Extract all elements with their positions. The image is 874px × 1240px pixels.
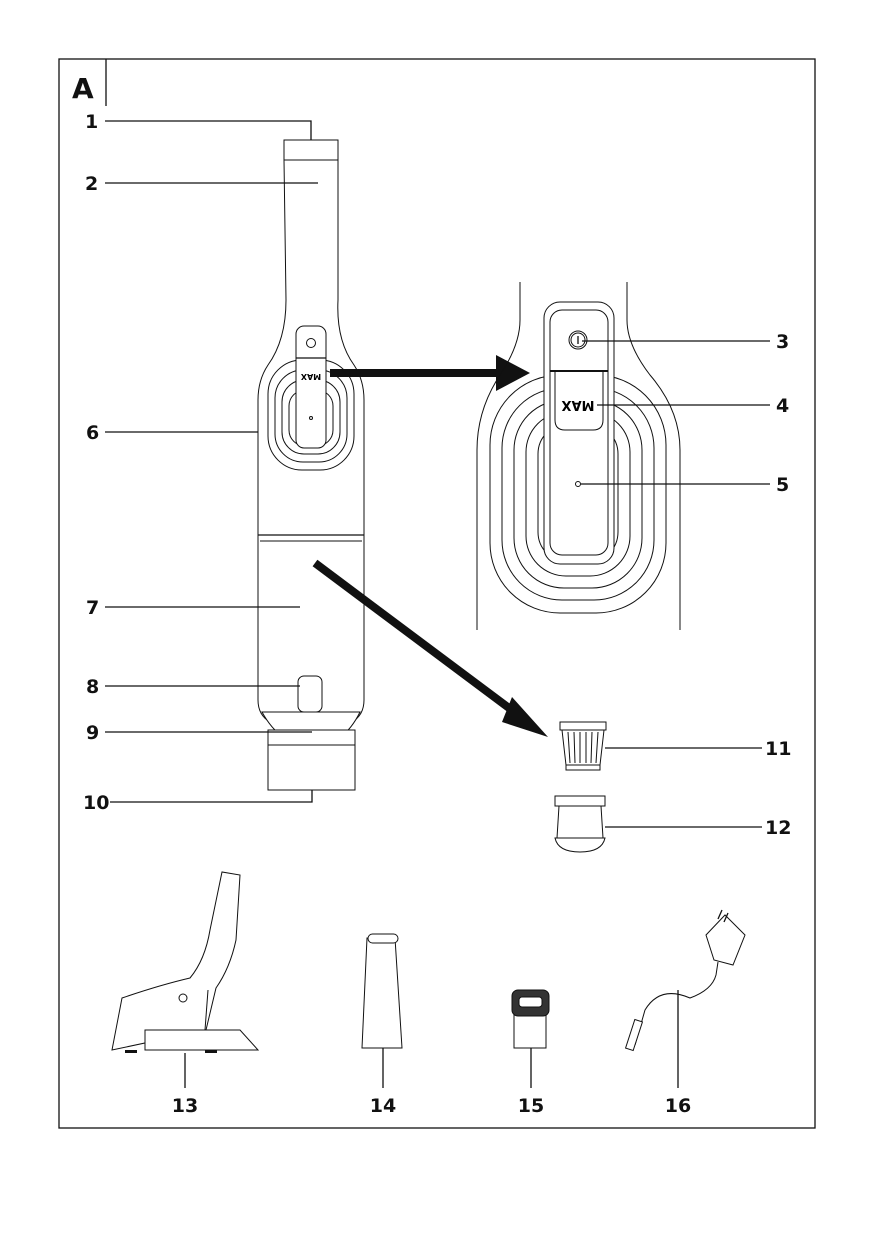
panel-letter: A bbox=[72, 72, 94, 105]
control-panel-small: MAX bbox=[267, 325, 355, 471]
crevice-tool bbox=[361, 933, 403, 1049]
callout-15: 15 bbox=[518, 1095, 544, 1117]
callout-5: 5 bbox=[776, 474, 789, 496]
callout-10: 10 bbox=[83, 792, 109, 814]
callout-16: 16 bbox=[665, 1095, 691, 1117]
max-button-label-small: MAX bbox=[300, 372, 321, 381]
filter-holder bbox=[554, 795, 606, 853]
charging-base-connector bbox=[267, 729, 356, 791]
control-panel-detail: MAX bbox=[476, 282, 681, 630]
max-button-label: MAX bbox=[561, 397, 594, 412]
nozzle-tip bbox=[283, 139, 339, 161]
callout-7: 7 bbox=[86, 597, 99, 619]
power-adapter bbox=[624, 909, 746, 1052]
callout-12: 12 bbox=[765, 817, 791, 839]
callout-6: 6 bbox=[86, 422, 99, 444]
callout-11: 11 bbox=[765, 738, 791, 760]
callout-9: 9 bbox=[86, 722, 99, 744]
callout-2: 2 bbox=[85, 173, 98, 195]
callout-4: 4 bbox=[776, 395, 789, 417]
leader-lines bbox=[105, 120, 770, 1088]
filter-cartridge bbox=[559, 721, 607, 771]
handheld-vacuum: MAX bbox=[257, 139, 365, 791]
arrow-to-filter bbox=[312, 559, 548, 737]
brush-tool bbox=[511, 989, 550, 1049]
figure-frame bbox=[58, 58, 816, 1129]
arrow-to-detail bbox=[330, 355, 530, 391]
callout-3: 3 bbox=[776, 331, 789, 353]
callout-13: 13 bbox=[172, 1095, 198, 1117]
release-button bbox=[297, 675, 323, 713]
callout-1: 1 bbox=[85, 111, 98, 133]
callout-8: 8 bbox=[86, 676, 99, 698]
callout-14: 14 bbox=[370, 1095, 396, 1117]
charging-stand bbox=[111, 871, 260, 1053]
callout-numbers: 1 2 3 4 5 6 7 8 9 10 11 12 13 14 15 16 bbox=[83, 111, 791, 1117]
